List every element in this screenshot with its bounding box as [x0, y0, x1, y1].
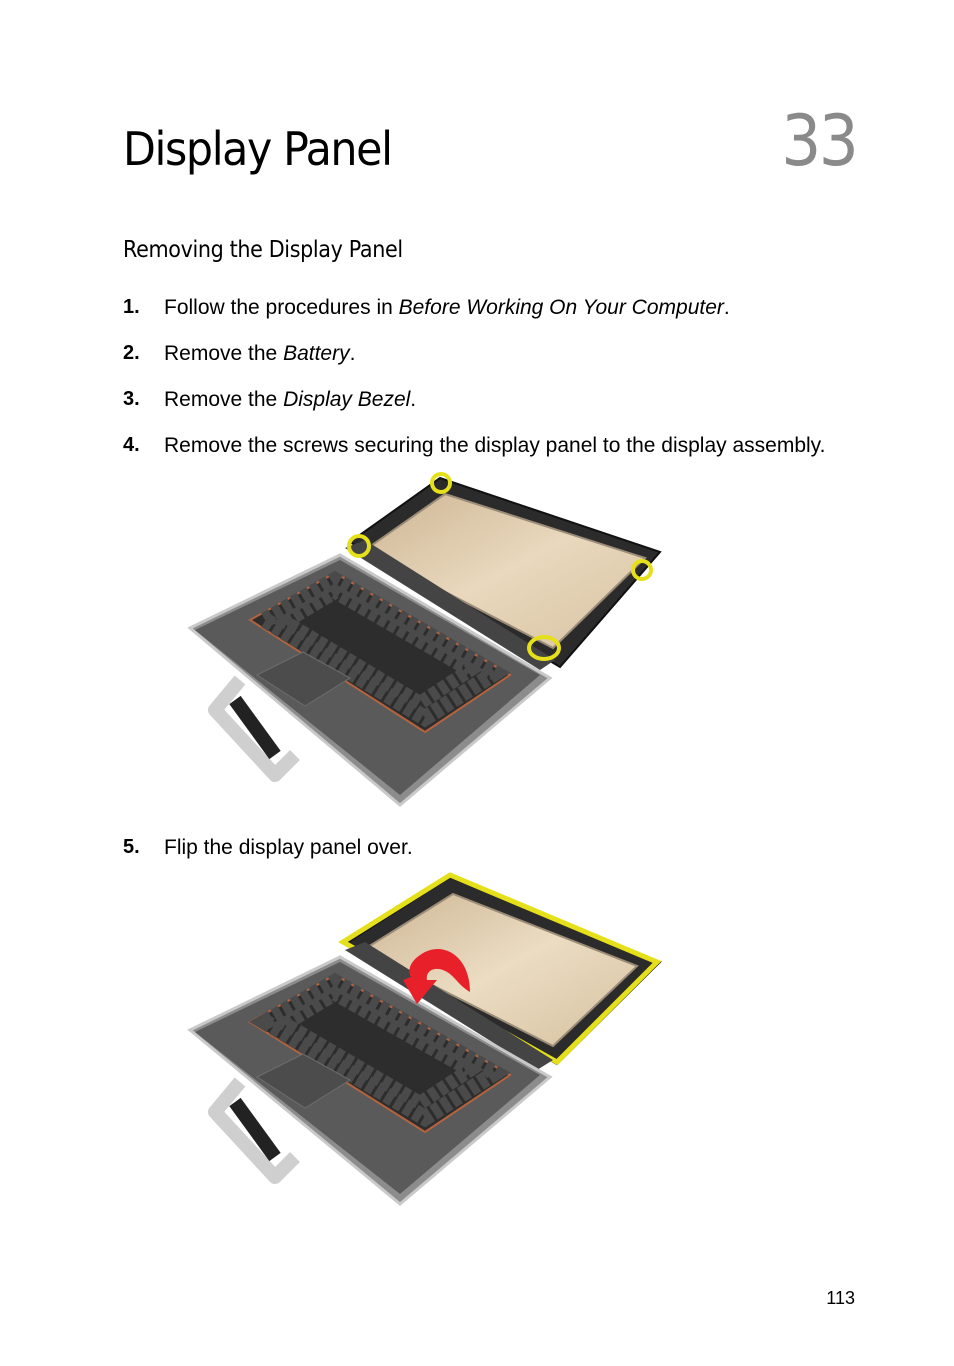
step-number: 5.: [123, 836, 140, 858]
screw-highlight: [527, 635, 561, 661]
handle: [208, 675, 300, 782]
chapter-title: Display Panel: [123, 122, 393, 176]
step-link[interactable]: Display Bezel: [283, 388, 411, 411]
display-panel: [360, 892, 639, 1048]
keyboard-keys: [249, 570, 511, 728]
step-text: Follow the procedures in Before Working …: [164, 296, 730, 319]
screw-highlight: [631, 559, 653, 581]
display-panel: [363, 492, 647, 650]
step-link[interactable]: Before Working On Your Computer: [398, 296, 724, 319]
chapter-number: 33: [781, 100, 858, 182]
step-text: Remove the screws securing the display p…: [164, 434, 826, 457]
screw-highlight: [347, 534, 371, 558]
step-text: Flip the display panel over.: [164, 836, 413, 859]
laptop-flip-figure: [187, 872, 662, 1206]
flip-arrow-icon: [403, 948, 470, 1004]
hinge: [345, 540, 555, 670]
step-text: Remove the Battery.: [164, 342, 356, 365]
step-link[interactable]: Battery: [283, 342, 350, 365]
section-title: Removing the Display Panel: [123, 237, 403, 263]
keyboard-keys: [249, 972, 511, 1128]
page-number: 113: [826, 1288, 855, 1308]
step-number: 1.: [123, 296, 140, 318]
step-number: 4.: [123, 434, 140, 456]
step-text: Remove the Display Bezel.: [164, 388, 417, 411]
step-number: 3.: [123, 388, 140, 410]
touchpad: [255, 1053, 351, 1109]
screw-highlight: [430, 472, 452, 494]
hinge: [345, 942, 553, 1070]
step-number: 2.: [123, 342, 140, 364]
handle: [208, 1077, 300, 1184]
laptop-screws-figure: [187, 472, 662, 807]
touchpad: [255, 651, 351, 707]
